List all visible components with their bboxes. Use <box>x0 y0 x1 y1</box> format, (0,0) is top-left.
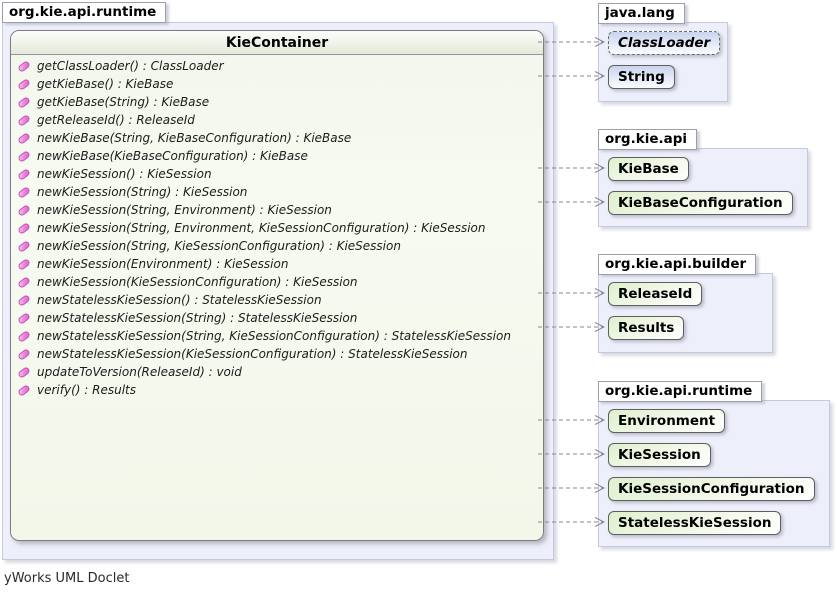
method-row[interactable]: newKieSession(KieSessionConfiguration) :… <box>11 273 543 291</box>
method-label: newKieSession(Environment) : KieSession <box>37 257 289 271</box>
method-row[interactable]: newStatelessKieSession(String) : Statele… <box>11 309 543 327</box>
class-chip-KieBase[interactable]: KieBase <box>608 157 689 181</box>
method-icon <box>17 239 31 253</box>
method-icon <box>17 257 31 271</box>
method-icon <box>17 365 31 379</box>
method-row[interactable]: newKieSession(String) : KieSession <box>11 183 543 201</box>
method-icon <box>17 347 31 361</box>
method-label: getKieBase() : KieBase <box>37 77 174 91</box>
method-row[interactable]: getKieBase(String) : KieBase <box>11 93 543 111</box>
method-label: getReleaseId() : ReleaseId <box>37 113 195 127</box>
method-label: updateToVersion(ReleaseId) : void <box>37 365 242 379</box>
method-icon <box>17 329 31 343</box>
method-label: getClassLoader() : ClassLoader <box>37 59 224 73</box>
method-row[interactable]: getReleaseId() : ReleaseId <box>11 111 543 129</box>
method-icon <box>17 293 31 307</box>
method-row[interactable]: newStatelessKieSession(KieSessionConfigu… <box>11 345 543 363</box>
method-icon <box>17 59 31 73</box>
package-tab-java-lang[interactable]: java.lang <box>598 3 685 24</box>
class-chip-ReleaseId[interactable]: ReleaseId <box>608 282 703 306</box>
class-title-kiecontainer[interactable]: KieContainer <box>11 31 543 55</box>
method-label: getKieBase(String) : KieBase <box>37 95 210 109</box>
class-chip-KieSessionConfiguration[interactable]: KieSessionConfiguration <box>608 477 815 501</box>
method-label: newKieSession() : KieSession <box>37 167 212 181</box>
method-icon <box>17 167 31 181</box>
method-row[interactable]: newStatelessKieSession() : StatelessKieS… <box>11 291 543 309</box>
method-label: newKieSession(KieSessionConfiguration) :… <box>37 275 358 289</box>
method-row[interactable]: newStatelessKieSession(String, KieSessio… <box>11 327 543 345</box>
method-icon <box>17 113 31 127</box>
package-tab-org-kie-api-runtime[interactable]: org.kie.api.runtime <box>598 381 763 402</box>
method-icon <box>17 203 31 217</box>
method-label: newStatelessKieSession(String) : Statele… <box>37 311 358 325</box>
method-row[interactable]: newKieSession(String, Environment) : Kie… <box>11 201 543 219</box>
method-row[interactable]: verify() : Results <box>11 381 543 399</box>
class-chip-StatelessKieSession[interactable]: StatelessKieSession <box>608 511 782 535</box>
method-label: newKieSession(String, KieSessionConfigur… <box>37 239 401 253</box>
method-list: getClassLoader() : ClassLoader getKieBase… <box>11 55 543 399</box>
method-row[interactable]: updateToVersion(ReleaseId) : void <box>11 363 543 381</box>
class-chip-KieSession[interactable]: KieSession <box>608 443 711 467</box>
method-label: newKieBase(KieBaseConfiguration) : KieBa… <box>37 149 308 163</box>
method-row[interactable]: newKieBase(String, KieBaseConfiguration)… <box>11 129 543 147</box>
class-chip-String[interactable]: String <box>608 65 675 89</box>
class-chip-Environment[interactable]: Environment <box>608 409 726 433</box>
method-row[interactable]: newKieSession(String, KieSessionConfigur… <box>11 237 543 255</box>
class-chip-ClassLoader[interactable]: ClassLoader <box>608 31 721 55</box>
method-row[interactable]: getKieBase() : KieBase <box>11 75 543 93</box>
footer-label: yWorks UML Doclet <box>4 571 130 586</box>
package-tab-org-kie-api-runtime-main[interactable]: org.kie.api.runtime <box>2 2 167 23</box>
method-label: newKieBase(String, KieBaseConfiguration)… <box>37 131 352 145</box>
method-icon <box>17 221 31 235</box>
method-icon <box>17 95 31 109</box>
package-tab-org-kie-api-builder[interactable]: org.kie.api.builder <box>598 254 757 275</box>
method-label: newKieSession(String) : KieSession <box>37 185 248 199</box>
method-icon <box>17 185 31 199</box>
method-label: verify() : Results <box>37 383 136 397</box>
method-icon <box>17 311 31 325</box>
method-icon <box>17 275 31 289</box>
method-icon <box>17 383 31 397</box>
method-row[interactable]: newKieBase(KieBaseConfiguration) : KieBa… <box>11 147 543 165</box>
method-row[interactable]: newKieSession(String, Environment, KieSe… <box>11 219 543 237</box>
method-label: newKieSession(String, Environment) : Kie… <box>37 203 332 217</box>
class-chip-KieBaseConfiguration[interactable]: KieBaseConfiguration <box>608 191 793 215</box>
method-row[interactable]: newKieSession() : KieSession <box>11 165 543 183</box>
method-row[interactable]: getClassLoader() : ClassLoader <box>11 57 543 75</box>
package-tab-org-kie-api[interactable]: org.kie.api <box>598 129 698 150</box>
class-box-kiecontainer: KieContainer getClassLoader() : ClassLoa… <box>10 30 544 541</box>
method-label: newStatelessKieSession(KieSessionConfigu… <box>37 347 468 361</box>
method-icon <box>17 131 31 145</box>
method-label: newKieSession(String, Environment, KieSe… <box>37 221 486 235</box>
method-icon <box>17 77 31 91</box>
method-label: newStatelessKieSession() : StatelessKieS… <box>37 293 322 307</box>
method-label: newStatelessKieSession(String, KieSessio… <box>37 329 511 343</box>
method-icon <box>17 149 31 163</box>
class-chip-Results[interactable]: Results <box>608 316 685 340</box>
method-row[interactable]: newKieSession(Environment) : KieSession <box>11 255 543 273</box>
